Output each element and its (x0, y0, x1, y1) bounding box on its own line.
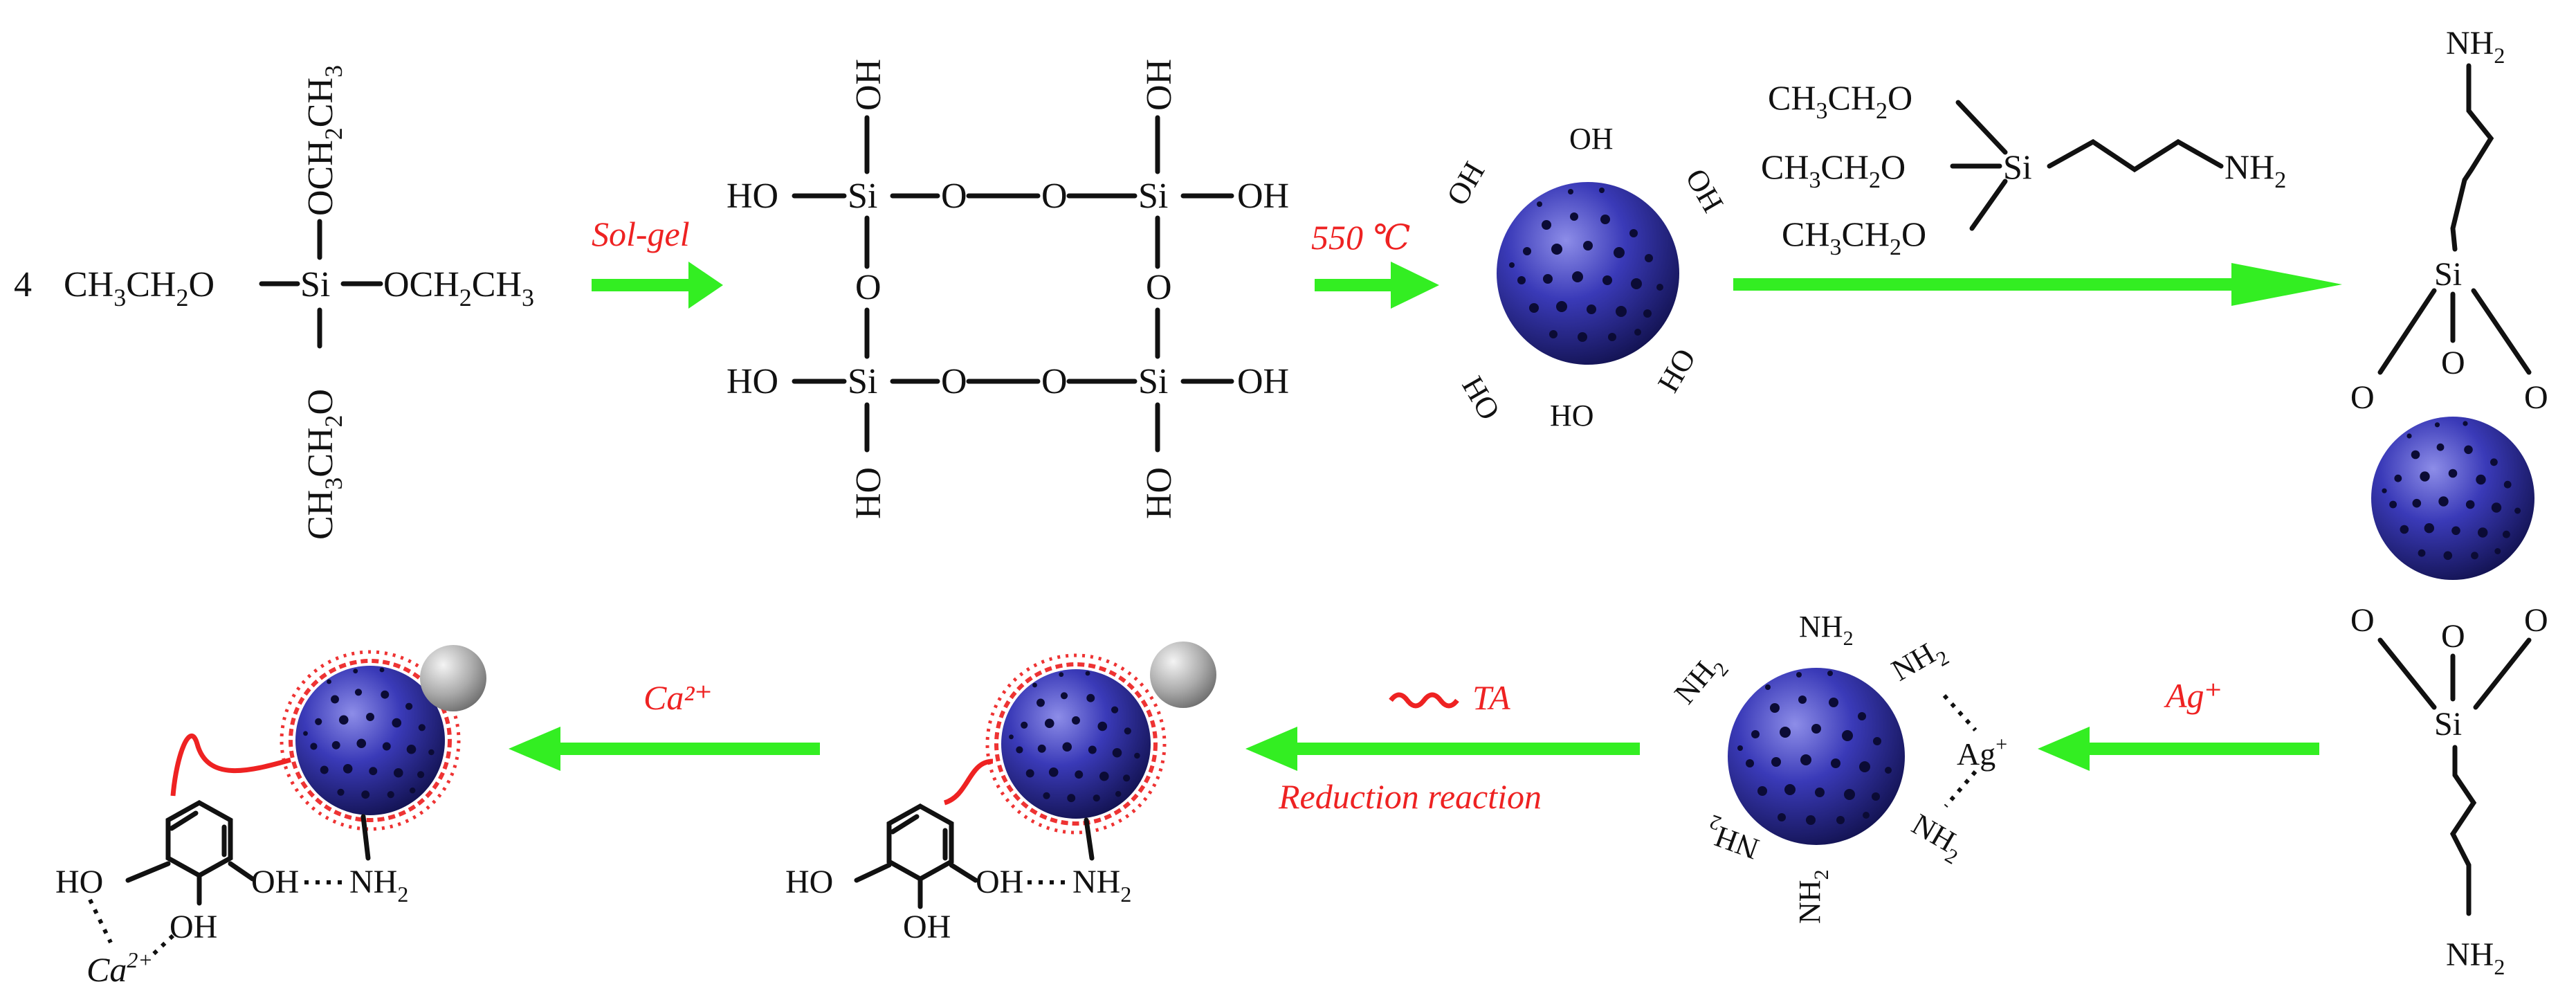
calcium-chelated-sphere: HO OH OH NH2 Ca2+ (55, 645, 486, 989)
phenolic-hydroxyl: OH (976, 864, 1023, 900)
hydroxyl-group: HO (727, 176, 778, 216)
hydroxyl-group: OH (849, 59, 888, 111)
calcination-arrow: 550 ℃ (1311, 218, 1439, 309)
teos-left-ethoxy: CH3CH2O (64, 265, 214, 311)
surface-hydroxyl: HO (1651, 343, 1702, 398)
terminal-amine: NH2 (2446, 25, 2505, 68)
hydroxyl-group: HO (849, 467, 888, 519)
surface-hydroxyl: OH (1440, 156, 1491, 211)
phenolic-hydroxyl: OH (170, 909, 217, 945)
calcium-chelation-arrow: Ca²⁺ (509, 678, 820, 771)
tannic-acid-wave-icon (1389, 692, 1459, 709)
surface-amine: NH2 (1793, 869, 1833, 924)
teos-bottom-ethoxy: CH3CH2O (301, 389, 347, 540)
bridge-oxygen: O (2524, 602, 2548, 639)
aptes-molecule: CH3CH2O CH3CH2O CH3CH2O Si NH2 (1761, 78, 2286, 260)
tannic-acid-reduction-arrow: TA Reduction reaction (1245, 678, 1640, 816)
silver-ion-label: Ag⁺ (2164, 676, 2222, 715)
phenolic-hydroxyl: HO (55, 864, 103, 900)
bridging-oxygen: O (1146, 268, 1172, 307)
surface-amine: NH2 (1072, 864, 1131, 907)
aptes-silicon: Si (2003, 147, 2032, 186)
surface-amine: NH2 (349, 864, 408, 907)
calcination-temperature-label: 550 ℃ (1311, 218, 1410, 257)
teos-right-ethoxy: OCH2CH3 (383, 265, 534, 311)
hydroxyl-group: OH (1237, 176, 1289, 216)
si-atom: Si (1138, 362, 1168, 401)
hydroxyl-group: OH (1140, 59, 1179, 111)
silver-ion: Ag+ (1957, 733, 2007, 772)
tannic-acid-label: TA (1472, 678, 1510, 717)
solgel-label: Sol-gel (592, 215, 690, 253)
surface-amine: NH2 (1903, 807, 1971, 869)
aptes-amine: NH2 (2225, 147, 2286, 193)
si-atom: Si (848, 176, 877, 216)
silver-nanoparticle (1150, 642, 1216, 708)
silver-nanoparticle (420, 645, 486, 711)
bridge-oxygen: O (2441, 345, 2465, 381)
hydroxyl-group: HO (1140, 467, 1179, 519)
bridge-oxygen: O (2441, 618, 2465, 655)
hydroxyl-group: HO (727, 362, 778, 401)
aminated-sphere-with-silver: NH2 NH2 NH2 NH2 NH2 NH2 Ag+ (1668, 610, 2007, 924)
tannic-acid-coated-sphere: HO OH OH NH2 (785, 642, 1216, 945)
chelated-calcium-ion: Ca2+ (86, 947, 153, 989)
reduction-reaction-label: Reduction reaction (1278, 777, 1542, 816)
surface-amine: NH2 (1799, 610, 1854, 650)
si-atom: Si (1138, 176, 1168, 216)
silanization-arrow (1733, 263, 2342, 306)
silanol-network: Si Si Si Si O O O O O O HO OH HO OH OH O (727, 59, 1289, 519)
aptes-ethoxy: CH3CH2O (1761, 147, 1906, 193)
bridge-oxygen: O (2350, 602, 2375, 639)
aptes-ethoxy: CH3CH2O (1768, 78, 1912, 124)
bridge-silicon: Si (2434, 256, 2462, 293)
bridging-oxygen: O (1041, 362, 1068, 401)
bridging-oxygen: O (941, 176, 967, 216)
aptes-ethoxy: CH3CH2O (1782, 215, 1926, 260)
amine-bridged-sphere: NH2 Si O O O O O O Si NH2 (2350, 25, 2548, 979)
surface-hydroxyl: HO (1550, 399, 1594, 433)
bridge-oxygen: O (2524, 379, 2548, 416)
bridging-oxygen: O (855, 268, 881, 307)
surface-hydroxyl: HO (1455, 371, 1506, 426)
silica-nanosphere-hydroxylated: OH OH OH HO HO HO (1440, 122, 1730, 433)
silver-loading-arrow: Ag⁺ (2038, 676, 2319, 771)
bridging-oxygen: O (1041, 176, 1068, 216)
terminal-amine: NH2 (2446, 936, 2505, 979)
bridge-silicon: Si (2434, 706, 2462, 743)
phenolic-hydroxyl: OH (251, 864, 299, 900)
surface-hydroxyl: OH (1569, 122, 1614, 156)
surface-hydroxyl: OH (1679, 163, 1730, 219)
solgel-arrow: Sol-gel (592, 215, 723, 309)
calcium-ion-label: Ca²⁺ (643, 678, 713, 717)
phenolic-hydroxyl: OH (903, 909, 951, 945)
stoichiometric-coefficient: 4 (14, 265, 32, 304)
bridge-oxygen: O (2350, 379, 2375, 416)
teos-molecule: 4 CH3CH2O Si OCH2CH3 OCH2CH3 CH3CH2O (14, 65, 534, 540)
phenolic-hydroxyl: HO (785, 864, 833, 900)
teos-top-ethoxy: OCH2CH3 (301, 65, 347, 216)
surface-amine: NH2 (1886, 631, 1953, 693)
teos-silicon: Si (300, 265, 330, 304)
si-atom: Si (848, 362, 877, 401)
hydroxyl-group: OH (1237, 362, 1289, 401)
surface-amine: NH2 (1668, 647, 1733, 714)
bridging-oxygen: O (941, 362, 967, 401)
